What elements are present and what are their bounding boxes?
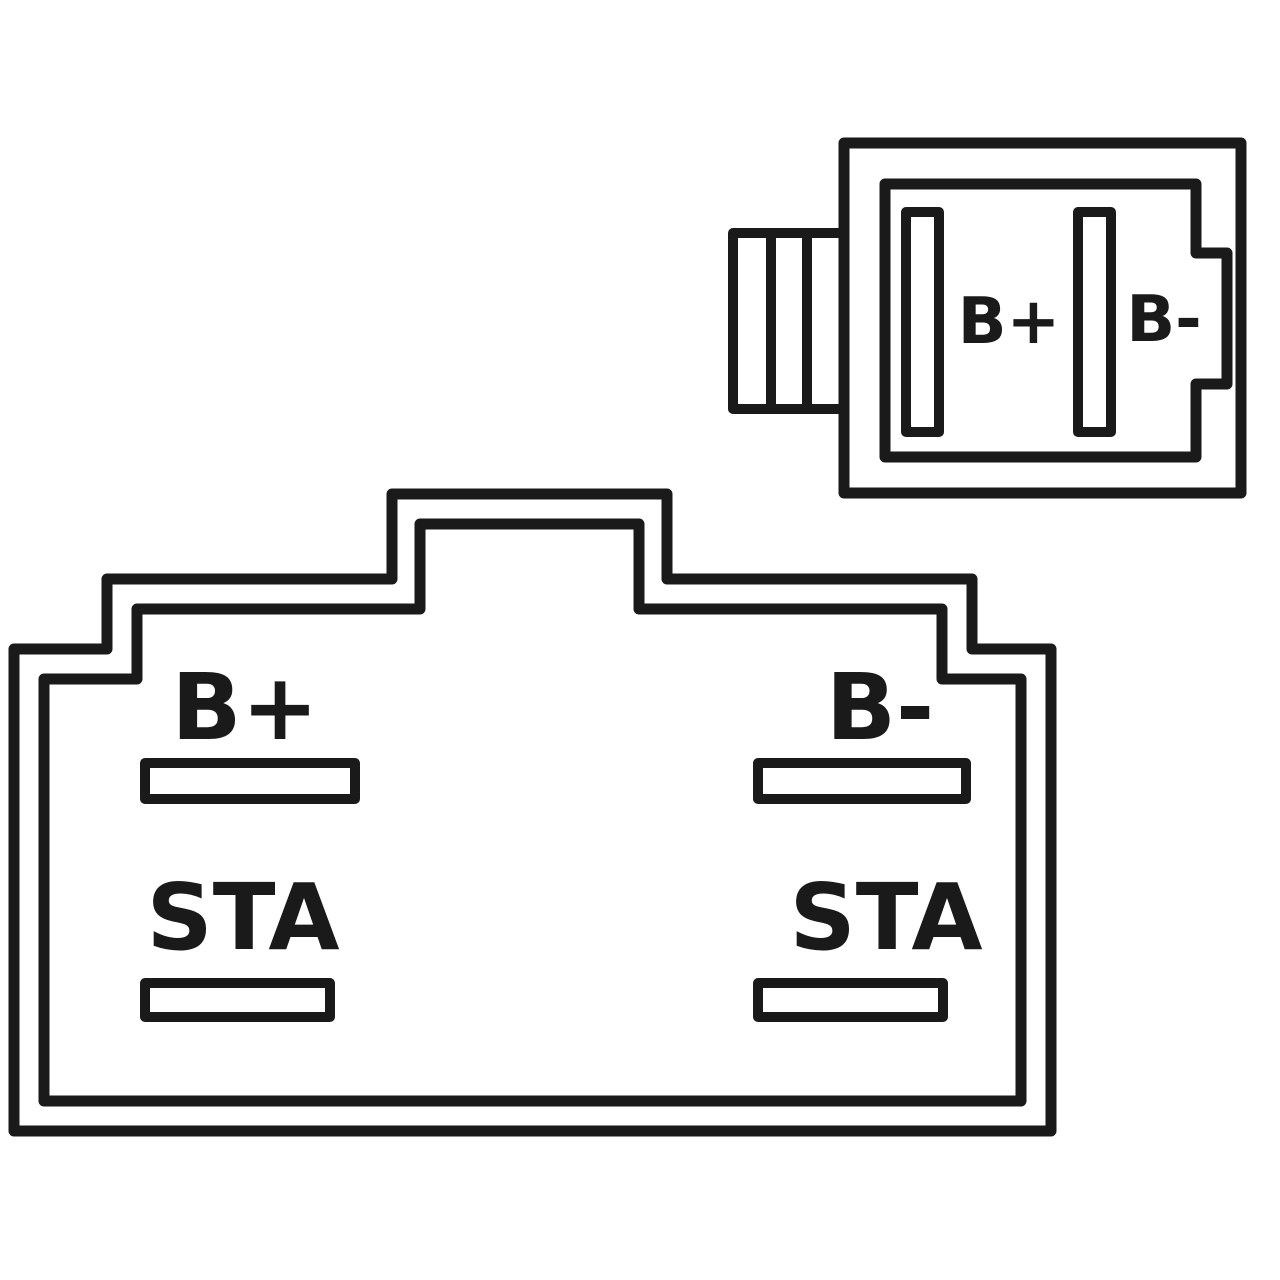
bottom-label-b-minus: B- (826, 654, 934, 761)
top-connector-slot-left (901, 207, 944, 437)
top-connector-slot-right (1073, 207, 1116, 437)
top-label-b-minus: B- (1126, 283, 1201, 357)
bottom-slot-sta-left (140, 978, 335, 1022)
bottom-connector-inner-outline (38, 518, 1027, 1107)
bottom-label-b-plus: B+ (171, 654, 318, 761)
bottom-connector: B+ B- STA STA (8, 488, 1057, 1137)
bottom-slot-b-minus (753, 758, 971, 804)
bottom-label-sta-right: STA (789, 864, 982, 971)
bottom-label-sta-left: STA (146, 864, 339, 971)
top-connector-side-tab (728, 228, 850, 414)
top-connector: B+ B- (728, 137, 1247, 499)
bottom-slot-sta-right (753, 978, 948, 1022)
bottom-slot-b-plus (140, 758, 360, 804)
top-label-b-plus: B+ (958, 285, 1060, 359)
top-connector-inner-cavity (879, 178, 1233, 463)
